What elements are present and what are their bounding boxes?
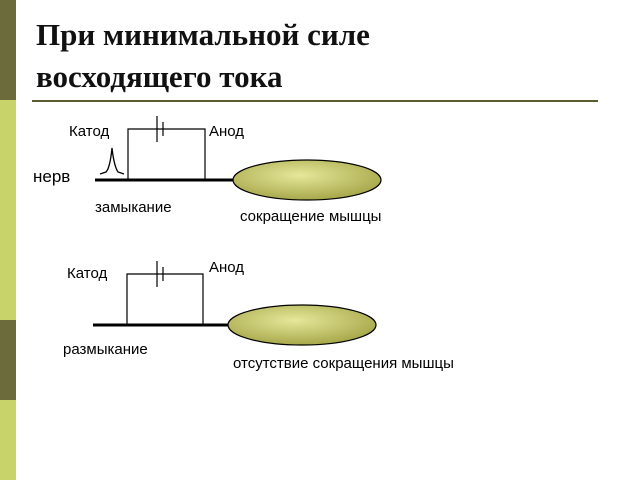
title-line-1: При минимальной силе bbox=[36, 17, 370, 52]
sidebar-segment bbox=[0, 320, 16, 400]
circuit-wire bbox=[126, 273, 204, 325]
cathode-label: Катод bbox=[69, 123, 110, 140]
slide-title: При минимальной силе восходящего тока bbox=[36, 14, 370, 98]
title-underline bbox=[32, 100, 598, 102]
cathode-label: Катод bbox=[67, 265, 108, 282]
anode-label: Анод bbox=[209, 123, 245, 140]
action-potential-spike bbox=[99, 147, 125, 175]
sidebar-segment bbox=[0, 0, 16, 100]
circuit-wire bbox=[127, 128, 206, 180]
title-line-2: восходящего тока bbox=[36, 59, 283, 94]
sidebar-stripe bbox=[0, 0, 16, 480]
no-contraction-result-label: отсутствие сокращения мышцы bbox=[233, 355, 454, 372]
closing-circuit bbox=[95, 116, 382, 201]
closing-event-label: замыкание bbox=[95, 199, 172, 216]
contraction-result-label: сокращение мышцы bbox=[240, 208, 382, 225]
sidebar-segment bbox=[0, 400, 16, 480]
nerve-label: нерв bbox=[33, 167, 71, 186]
muscle-relaxed bbox=[227, 304, 377, 346]
opening-circuit bbox=[93, 261, 377, 346]
sidebar-segment bbox=[0, 100, 16, 320]
muscle-contracted bbox=[232, 159, 382, 201]
anode-label: Анод bbox=[209, 259, 245, 276]
opening-event-label: размыкание bbox=[63, 341, 148, 358]
